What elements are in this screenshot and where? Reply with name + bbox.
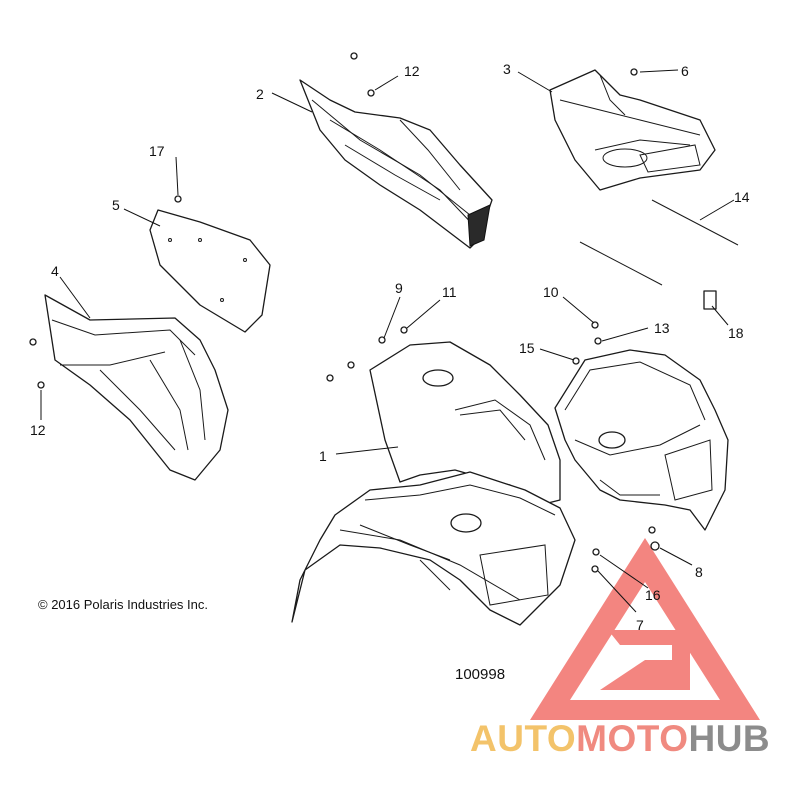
part-12-clip bbox=[367, 89, 375, 97]
callout-6: 6 bbox=[681, 63, 689, 79]
part-13-washer bbox=[594, 337, 602, 345]
callout-2: 2 bbox=[256, 86, 264, 102]
part-storage-box-right bbox=[554, 349, 729, 531]
callout-13: 13 bbox=[654, 320, 670, 336]
callout-12-top: 12 bbox=[404, 63, 420, 79]
callout-7: 7 bbox=[636, 617, 644, 633]
callout-8: 8 bbox=[695, 564, 703, 580]
callout-14: 14 bbox=[734, 189, 750, 205]
watermark-brand: AUTOMOTOHUB bbox=[470, 718, 770, 760]
callout-3: 3 bbox=[503, 61, 511, 77]
part-clip-b bbox=[326, 374, 334, 382]
callout-1: 1 bbox=[319, 448, 327, 464]
part-6-screw bbox=[630, 68, 638, 76]
part-7-washer bbox=[591, 565, 599, 573]
callouts: 2 12 3 6 17 5 4 12 14 18 9 11 10 13 15 1… bbox=[30, 61, 750, 633]
part-clip-a bbox=[347, 361, 355, 369]
part-10-screw bbox=[591, 321, 599, 329]
fastener-group bbox=[29, 52, 660, 573]
part-5-gasket-sheet bbox=[149, 209, 271, 333]
part-14-rods bbox=[579, 199, 739, 286]
watermark-logo-icon bbox=[530, 538, 760, 720]
part-17-nut bbox=[174, 195, 182, 203]
callout-12-left: 12 bbox=[30, 422, 46, 438]
leader-lines bbox=[40, 69, 735, 613]
callout-9: 9 bbox=[395, 280, 403, 296]
callout-18: 18 bbox=[728, 325, 744, 341]
part-2-side-panel-upper bbox=[299, 79, 493, 249]
callout-16: 16 bbox=[645, 587, 661, 603]
part-screw-d bbox=[648, 526, 656, 534]
brand-part-auto: AUTO bbox=[470, 718, 577, 759]
callout-5: 5 bbox=[112, 197, 120, 213]
brand-part-moto: MOTO bbox=[576, 718, 689, 759]
part-4-side-panel-left bbox=[44, 294, 229, 481]
part-11-grommet bbox=[400, 326, 408, 334]
part-12-clip-left bbox=[37, 381, 45, 389]
part-1-front-cab bbox=[291, 341, 576, 626]
diagram-number: 100998 bbox=[455, 666, 506, 683]
part-12-clip-top bbox=[350, 52, 358, 60]
part-18-tag bbox=[703, 290, 717, 310]
copyright-notice: © 2016 Polaris Industries Inc. bbox=[38, 597, 208, 612]
callout-17: 17 bbox=[149, 143, 165, 159]
part-3-front-bracket bbox=[549, 69, 716, 191]
callout-4: 4 bbox=[51, 263, 59, 279]
callout-10: 10 bbox=[543, 284, 559, 300]
callout-15: 15 bbox=[519, 340, 535, 356]
part-8-washer bbox=[650, 541, 660, 551]
part-clip-c bbox=[29, 338, 37, 346]
part-16-screw bbox=[592, 548, 600, 556]
brand-part-hub: HUB bbox=[688, 718, 771, 759]
callout-11: 11 bbox=[442, 284, 457, 300]
part-9-clip bbox=[378, 336, 386, 344]
part-15-clip bbox=[572, 357, 580, 365]
